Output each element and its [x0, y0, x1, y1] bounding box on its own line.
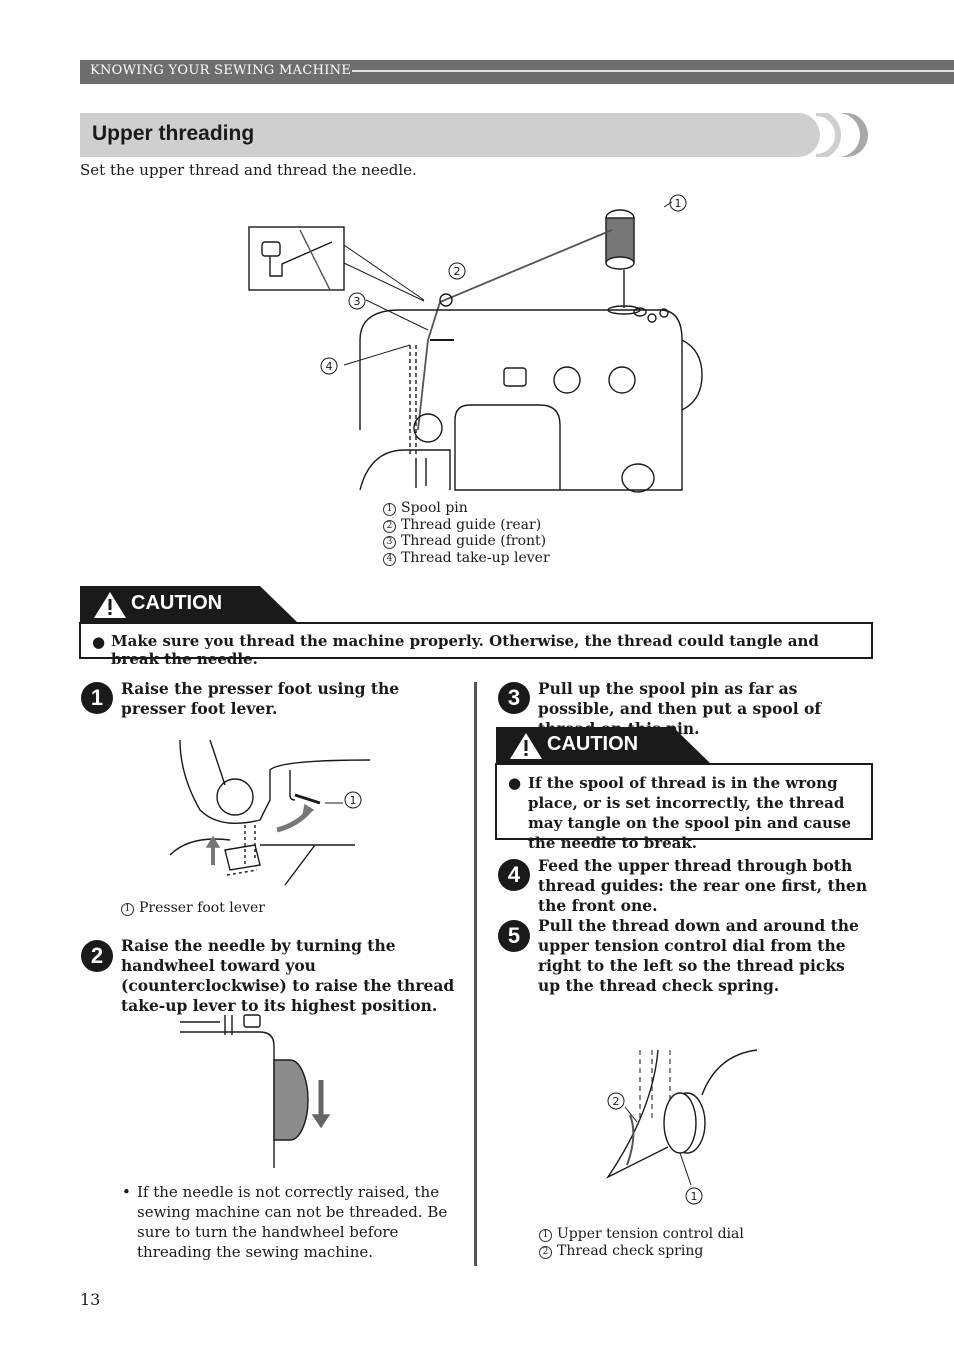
caution-text-step3: If the spool of thread is in the wrong p…: [528, 774, 852, 852]
caution-tab-step3: [496, 727, 711, 764]
caution-tab-main: [80, 586, 298, 623]
step-number-3: 3: [498, 682, 530, 714]
step-number-2: 2: [81, 940, 113, 972]
main-callout-4: 4: [320, 357, 338, 375]
presser-foot-illustration: [169, 739, 371, 886]
title-bar: [80, 113, 820, 157]
section-header-text: KNOWING YOUR SEWING MACHINE: [90, 63, 352, 78]
step-1-text: Raise the presser foot using the presser…: [121, 679, 400, 718]
tension-dial-illustration: [605, 1049, 758, 1185]
caution-label-step3: CAUTION: [547, 733, 639, 755]
step-number-1: 1: [81, 682, 113, 714]
step5-callout-1: 1: [685, 1187, 703, 1205]
main-callout-3: 3: [348, 292, 366, 310]
caution-box-main: [79, 622, 873, 659]
step-2-text: Raise the needle by turning the handwhee…: [121, 936, 455, 1015]
svg-text:1: 1: [350, 794, 357, 807]
page-title: Upper threading: [92, 122, 255, 145]
title-bar-decoration: [815, 113, 868, 157]
step-number-5: 5: [498, 920, 530, 952]
handwheel-illustration: [180, 1014, 331, 1168]
svg-text:4: 4: [326, 360, 333, 373]
main-callout-1: 1: [669, 194, 687, 212]
header-rule: [352, 70, 954, 72]
step1-callout-1: 1: [344, 791, 362, 809]
caution-text: Make sure you thread the machine properl…: [111, 632, 819, 668]
step-2-note: If the needle is not correctly raised, t…: [137, 1183, 448, 1261]
page-number: 13: [80, 1290, 101, 1309]
svg-text:3: 3: [354, 295, 361, 308]
step5-callout-2: 2: [607, 1092, 625, 1110]
svg-text:2: 2: [613, 1095, 620, 1108]
sewing-machine-illustration: [248, 201, 703, 493]
step-number-4: 4: [498, 859, 530, 891]
svg-text:1: 1: [691, 1190, 698, 1203]
main-callout-2: 2: [448, 262, 466, 280]
note-bullet: •: [122, 1183, 131, 1201]
column-divider: [474, 682, 477, 1266]
intro-text: Set the upper thread and thread the need…: [80, 161, 417, 179]
caution-label: CAUTION: [131, 592, 223, 614]
step-4-text: Feed the upper thread through both threa…: [538, 856, 868, 915]
caution-bullet: ●: [508, 774, 522, 792]
caution-box-step3: [495, 763, 873, 840]
step-5-text: Pull the thread down and around the uppe…: [538, 916, 859, 995]
svg-text:2: 2: [454, 265, 461, 278]
caution-bullet: ●: [92, 633, 106, 651]
svg-text:1: 1: [675, 197, 682, 210]
